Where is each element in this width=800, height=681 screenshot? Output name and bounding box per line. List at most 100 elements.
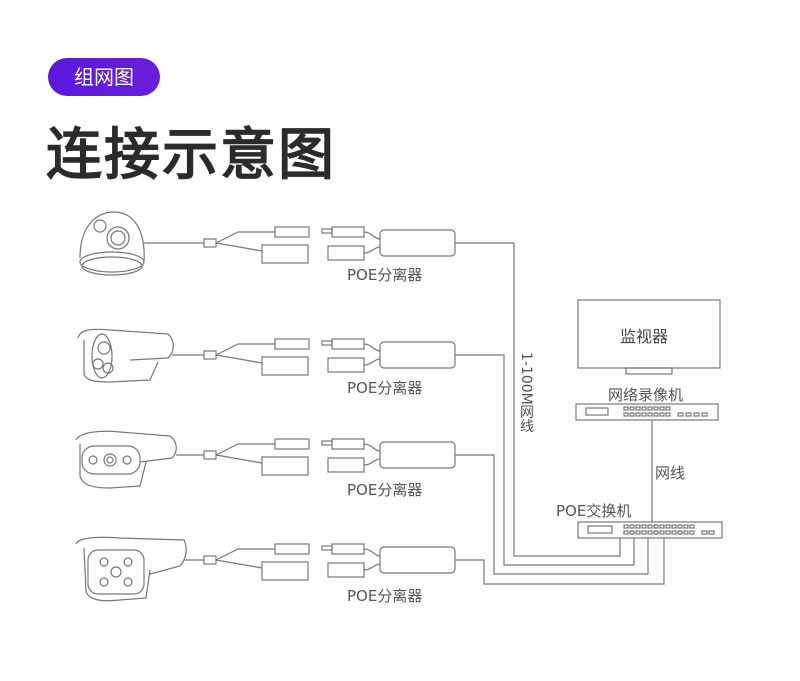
port-icon [623, 530, 629, 535]
dc-jack-icon [274, 543, 310, 555]
port-icon [683, 530, 689, 535]
port-icon [677, 524, 683, 529]
port-icon [665, 524, 671, 529]
port-icon [629, 530, 635, 535]
cable-run-4 [455, 538, 665, 585]
port-icon [665, 530, 671, 535]
rj45-socket-icon [327, 357, 365, 373]
dc-jack-icon [274, 226, 310, 238]
network-lead [215, 354, 263, 364]
cable-run-3 [455, 454, 649, 575]
port-icon [641, 412, 647, 417]
rj45-plug-icon [261, 561, 309, 581]
splitter-label: POE分离器 [347, 266, 423, 284]
rj45-plug-icon [261, 244, 309, 264]
port-icon [623, 412, 629, 417]
port-icon [635, 406, 641, 411]
dome-camera-icon [79, 211, 145, 276]
splitter-lead [363, 458, 381, 466]
connector-row [176, 438, 456, 476]
cable-joint [203, 350, 217, 360]
port-icon [683, 524, 689, 529]
port-icon [689, 524, 695, 529]
cable-run-1 [455, 242, 621, 557]
dc-plug-body [331, 226, 365, 238]
port-icon [671, 524, 677, 529]
rj45-plug-icon [261, 356, 309, 376]
port-icon [677, 530, 683, 535]
poe-splitter-icon [379, 441, 456, 469]
connector-row [172, 338, 456, 376]
port-icon [671, 530, 677, 535]
poe-splitter-icon [379, 546, 456, 574]
port-icon [623, 524, 629, 529]
port-icon [653, 530, 659, 535]
nvr-label: 网络录像机 [608, 386, 684, 404]
switch-label: POE交换机 [556, 502, 632, 520]
cable-label: 1-100M网线 [518, 352, 534, 433]
dc-plug-icon [321, 340, 333, 346]
splitter-label: POE分离器 [347, 481, 423, 499]
bullet-camera-icon [77, 328, 174, 383]
port-icon [629, 406, 635, 411]
dc-plug-body [331, 438, 365, 450]
port-icon [641, 524, 647, 529]
rj45-socket-icon [327, 457, 365, 473]
cable-joint [203, 555, 217, 565]
rj45-socket-icon [327, 245, 365, 261]
rj45-plug-icon [261, 456, 309, 476]
power-lead [215, 443, 275, 456]
port-icon [647, 412, 653, 417]
port-icon [653, 412, 659, 417]
port-icon [623, 406, 629, 411]
network-lead [215, 242, 263, 252]
dc-jack-icon [274, 338, 310, 350]
page-title: 连接示意图 [46, 123, 336, 188]
port-icon [653, 406, 659, 411]
port-icon [659, 412, 665, 417]
splitter-lead [363, 231, 381, 240]
rj45-socket-icon [327, 562, 365, 578]
cable-joint [203, 450, 217, 460]
port-icon [635, 412, 641, 417]
port-icon [647, 524, 653, 529]
port-icon [701, 530, 708, 535]
splitter-label: POE分离器 [347, 379, 423, 397]
port-icon [653, 524, 659, 529]
connector-row [144, 226, 456, 264]
splitter-lead [363, 443, 381, 452]
port-icon [665, 412, 671, 417]
port-icon [689, 530, 695, 535]
port-icon [641, 406, 647, 411]
splitter-lead [363, 343, 381, 352]
section-badge: 组网图 [48, 58, 160, 96]
port-icon [635, 530, 641, 535]
splitter-lead [363, 548, 381, 557]
dc-plug-body [331, 543, 365, 555]
port-icon [647, 406, 653, 411]
power-lead [215, 548, 275, 561]
port-icon [659, 524, 665, 529]
port-icon [693, 412, 700, 417]
port-icon [635, 524, 641, 529]
port-icon [659, 406, 665, 411]
bullet-camera-icon [75, 430, 177, 489]
power-lead [215, 231, 275, 244]
splitter-lead [363, 358, 381, 366]
poe-switch-icon [577, 521, 723, 539]
port-icon [647, 530, 653, 535]
splitter-lead [363, 563, 381, 571]
dc-plug-icon [321, 440, 333, 446]
poe-splitter-icon [379, 229, 456, 257]
port-icon [677, 412, 684, 417]
dc-plug-body [331, 338, 365, 350]
poe-splitter-icon [379, 341, 456, 369]
port-icon [685, 412, 692, 417]
splitter-label: POE分离器 [347, 587, 423, 605]
monitor-label: 监视器 [620, 327, 669, 346]
network-lead [215, 559, 263, 569]
port-icon [701, 412, 708, 417]
monitor-icon [577, 299, 721, 375]
network-lead [215, 454, 263, 464]
